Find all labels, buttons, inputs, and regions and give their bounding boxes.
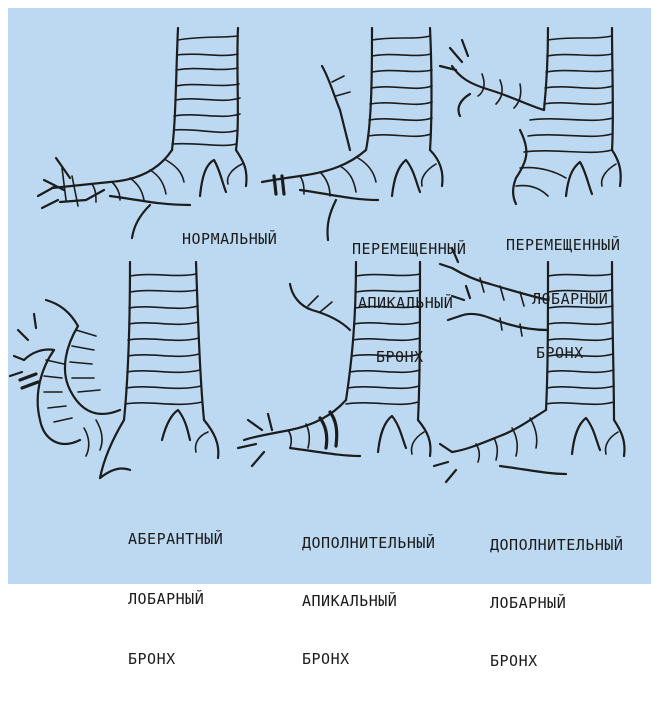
diagram-displaced-lobar	[440, 28, 621, 204]
label-displaced-apical: Перемещенный апикальный бронх	[352, 204, 466, 402]
label-accessory-apical: Дополнительный апикальный бронх	[302, 498, 435, 704]
label-aberrant-lobar-line2: лобарный	[128, 590, 223, 608]
label-displaced-lobar: Перемещенный лобарный бронх	[506, 200, 620, 398]
label-displaced-apical-line3: бронх	[376, 348, 466, 366]
label-displaced-apical-line2: апикальный	[358, 294, 466, 312]
label-accessory-apical-line1: Дополнительный	[302, 534, 435, 552]
label-aberrant-lobar: Аберантный лобарный бронх	[128, 494, 223, 704]
label-aberrant-lobar-line1: Аберантный	[128, 530, 223, 548]
diagram-aberrant-lobar	[10, 262, 218, 478]
diagram-normal	[38, 28, 247, 238]
label-displaced-apical-line1: Перемещенный	[352, 240, 466, 258]
label-accessory-lobar-line3: бронх	[490, 652, 623, 670]
label-normal: Нормальный	[182, 230, 277, 248]
label-displaced-lobar-line1: Перемещенный	[506, 236, 620, 254]
label-displaced-lobar-line2: лобарный	[532, 290, 620, 308]
label-aberrant-lobar-line3: бронх	[128, 650, 223, 668]
label-accessory-lobar-line2: лобарный	[490, 594, 623, 612]
label-accessory-apical-line2: апикальный	[302, 592, 435, 610]
label-accessory-apical-line3: бронх	[302, 650, 435, 668]
label-accessory-lobar-line1: Дополнительный	[490, 536, 623, 554]
illustration-canvas: Нормальный Перемещенный апикальный бронх…	[0, 0, 659, 592]
label-accessory-lobar: Дополнительный лобарный бронх	[490, 500, 623, 706]
label-displaced-lobar-line3: бронх	[536, 344, 620, 362]
